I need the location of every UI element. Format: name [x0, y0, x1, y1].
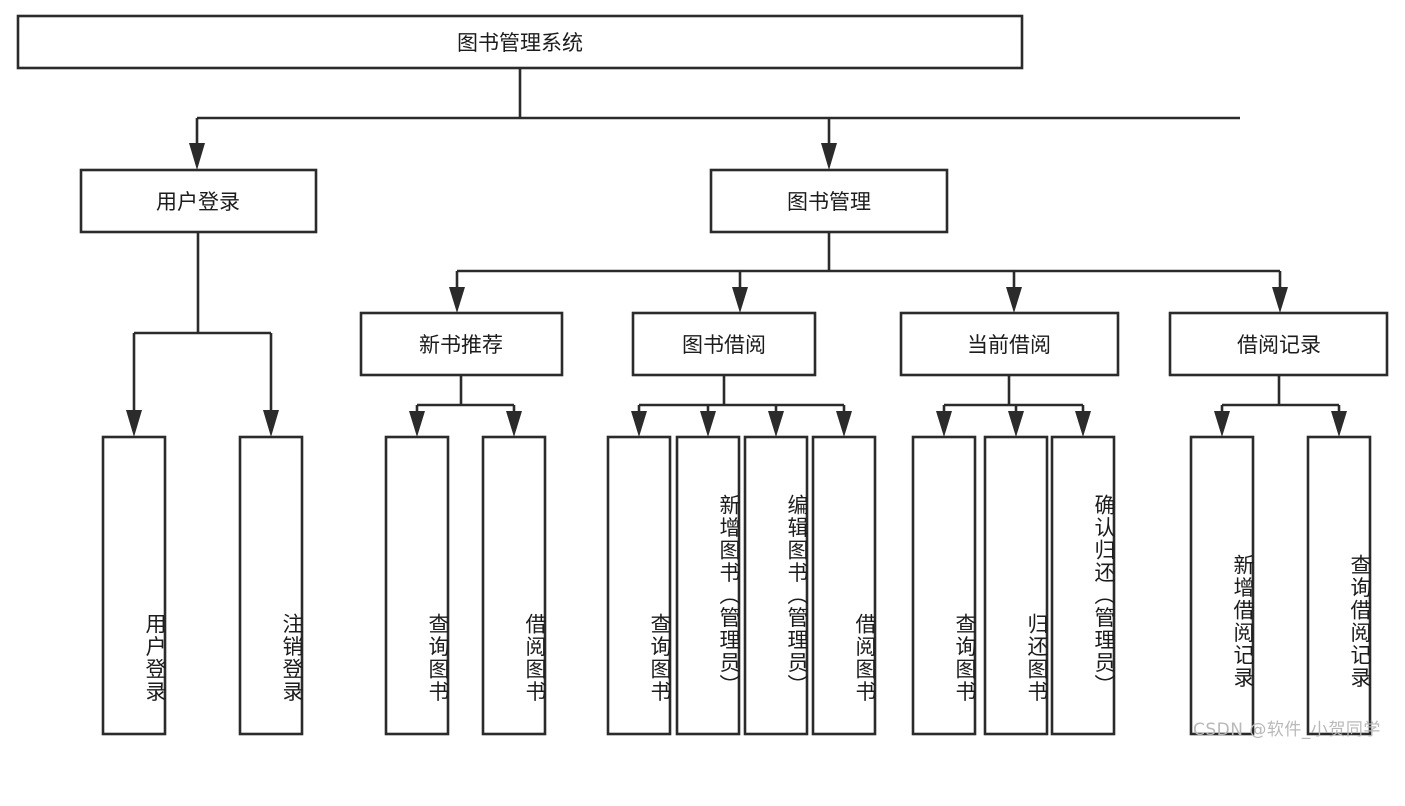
node-new-book-recommend[interactable]: 新书推荐: [359, 311, 564, 377]
leaf-boxes: [101, 435, 1372, 736]
leaf-box-query-book-3[interactable]: [911, 435, 977, 736]
node-user-login[interactable]: 用户登录: [79, 168, 318, 234]
leaf-box-query-record[interactable]: [1306, 435, 1372, 736]
connector-currentborrow-to-leaves: [936, 375, 1091, 437]
csdn-watermark: CSDN @软件_小贺同学: [1193, 720, 1381, 740]
leaf-box-logout[interactable]: [238, 435, 304, 736]
node-root-label: 图书管理系统: [457, 31, 583, 55]
node-borrow-record-label: 借阅记录: [1237, 333, 1321, 357]
node-book-management[interactable]: 图书管理: [709, 168, 949, 234]
node-book-borrow-label: 图书借阅: [682, 333, 766, 357]
node-book-borrow[interactable]: 图书借阅: [631, 311, 817, 377]
node-root[interactable]: 图书管理系统: [16, 14, 1024, 70]
flowchart-svg: 图书管理系统 用户登录 图书管理 新书推荐 图书借阅 当前借阅 借阅记录: [16, 14, 1389, 736]
node-new-book-recommend-label: 新书推荐: [419, 333, 503, 357]
connector-bookmgmt-to-level3: [449, 232, 1288, 313]
node-current-borrow-label: 当前借阅: [967, 333, 1051, 357]
leaf-box-edit-book[interactable]: [743, 435, 809, 736]
connector-root-to-level2: [189, 68, 1240, 170]
leaf-box-user-login[interactable]: [101, 435, 167, 736]
leaf-box-confirm-return[interactable]: [1050, 435, 1116, 736]
connector-userlogin-to-leaves: [126, 232, 279, 437]
leaf-box-query-book-2[interactable]: [606, 435, 672, 736]
node-book-management-label: 图书管理: [787, 190, 871, 214]
leaf-box-query-book-1[interactable]: [384, 435, 450, 736]
node-current-borrow[interactable]: 当前借阅: [899, 311, 1120, 377]
flowchart-canvas: 图书管理系统 用户登录 图书管理 新书推荐 图书借阅 当前借阅 借阅记录: [16, 14, 1389, 740]
node-user-login-label: 用户登录: [156, 190, 240, 214]
leaf-box-add-record[interactable]: [1189, 435, 1255, 736]
node-borrow-record[interactable]: 借阅记录: [1168, 311, 1389, 377]
connector-bookborrow-to-leaves: [631, 375, 852, 437]
connector-borrowrecord-to-leaves: [1214, 375, 1347, 437]
leaf-box-add-book[interactable]: [675, 435, 741, 736]
leaf-box-borrow-book-2[interactable]: [811, 435, 877, 736]
leaf-box-borrow-book-1[interactable]: [481, 435, 547, 736]
leaf-box-return-book[interactable]: [983, 435, 1049, 736]
connector-newbook-to-leaves: [409, 375, 522, 437]
